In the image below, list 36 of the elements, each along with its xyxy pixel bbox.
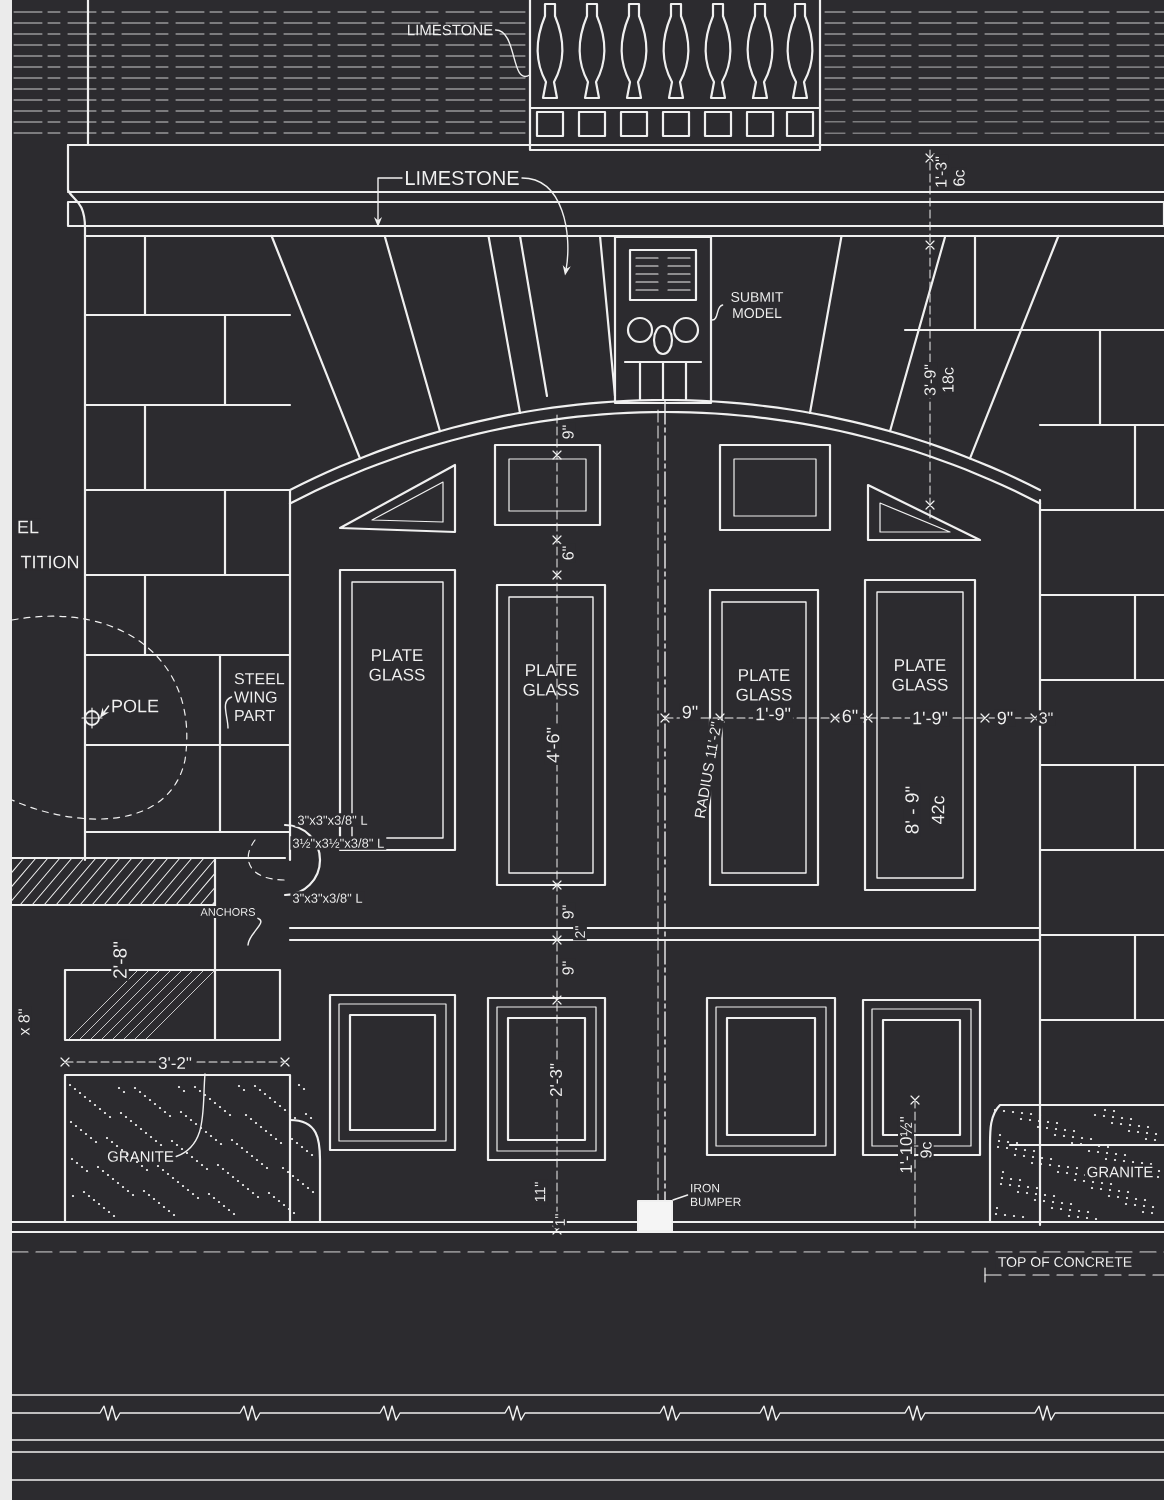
- dimension-label: 3"x3"x3/8" L: [290, 891, 365, 905]
- balustrade-drawing: [528, 0, 822, 152]
- callout-label: GRANITE: [107, 1151, 174, 1162]
- node-label: GRANITE: [1087, 1166, 1153, 1178]
- leader-line: [494, 29, 531, 78]
- callout-label: LIMESTONE: [406, 170, 519, 186]
- dimension-label: RADIUS 11'-2": [691, 718, 725, 822]
- dimension-label: 6c: [951, 167, 967, 189]
- callout-label: ANCHORS: [198, 906, 258, 918]
- dimension-label: 2'-8": [111, 939, 129, 981]
- pole-symbol: [81, 707, 103, 729]
- dimension-label: 3"x3"x3/8" L: [295, 813, 370, 827]
- voussoir-stone: [518, 234, 617, 398]
- callout-label: LIMESTONE: [408, 24, 493, 36]
- granite-base: [63, 1073, 322, 1224]
- callout-label: STEEL WING PART: [234, 673, 285, 721]
- keystone-drawing: [613, 235, 713, 405]
- callout-label: IRON BUMPER: [691, 1183, 741, 1207]
- leader-line: [711, 304, 724, 321]
- dimension-label: 3½"x3½"x3/8" L: [290, 836, 387, 850]
- iron-bumper: [637, 1200, 673, 1232]
- leader-line: [672, 1194, 689, 1201]
- dimension-label: 1'-3": [933, 154, 949, 190]
- leader-line: [224, 696, 233, 729]
- dimension-label: 3'-9": [922, 362, 938, 398]
- note-label: TOP OF CONCRETE: [995, 1255, 1135, 1269]
- leader-line: [247, 917, 262, 946]
- callout-label: POLE: [112, 699, 159, 713]
- dimension-label: 9c: [918, 1139, 934, 1161]
- callout-label: SUBMIT MODEL: [731, 292, 784, 318]
- leader-line: [175, 1073, 206, 1158]
- dimension-label: 18c: [940, 365, 956, 395]
- dimension-label: x 8": [16, 1006, 32, 1038]
- granite-base: GRANITE: [988, 1103, 1164, 1224]
- cornice-band: [66, 200, 1164, 228]
- dimension-label: 8' - 9": [903, 783, 921, 837]
